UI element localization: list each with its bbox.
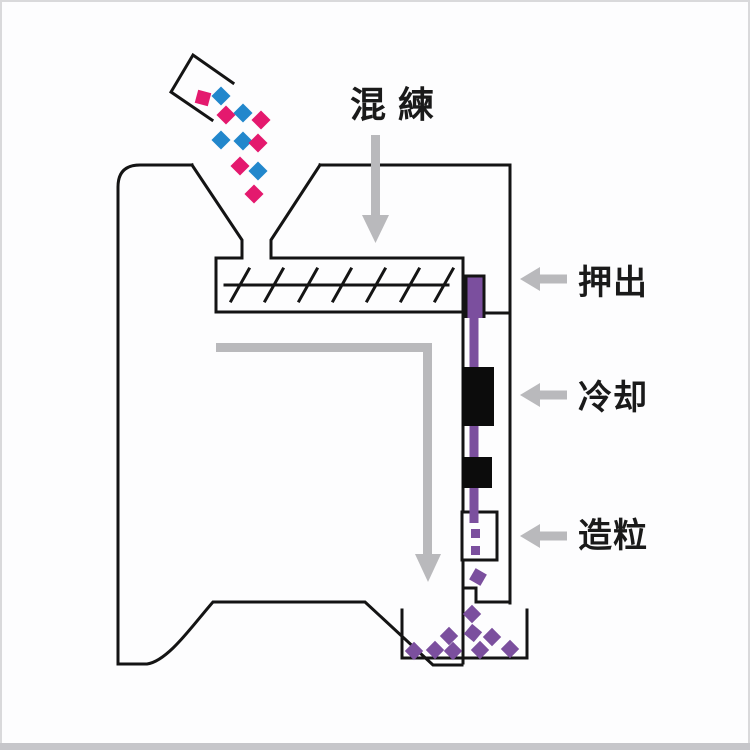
funnel-right-wall <box>269 162 323 260</box>
label-extrusion: 押出 <box>578 264 648 302</box>
internal-flow-arrow <box>216 343 441 582</box>
cooling-block-lower <box>462 457 492 488</box>
mixing-down-arrow <box>362 135 389 243</box>
feed-particle-pink <box>248 133 268 153</box>
feed-particle-blue <box>248 161 268 181</box>
pellet-in-bin <box>404 641 424 661</box>
flow-arrow-vertical-shaft <box>423 343 432 556</box>
step-pelletizing: 造粒 <box>520 517 648 555</box>
frame-right <box>748 0 750 750</box>
pelletizing-arrow-shaft <box>538 531 567 541</box>
flow-arrow-head <box>415 554 441 582</box>
label-pelletizing: 造粒 <box>578 517 648 555</box>
extrusion-arrow-head <box>520 267 540 291</box>
pellet-in-bin <box>482 627 502 647</box>
frame-left <box>0 0 2 750</box>
barrel-left-bottom <box>214 256 465 314</box>
flow-arrow-horizontal-shaft <box>216 343 432 352</box>
pellet-in-bin <box>443 641 463 661</box>
feed-particle-pink <box>194 89 212 107</box>
pelletizing-left-arrow <box>520 524 567 548</box>
step-mixing: 混練 <box>350 84 446 243</box>
feed-particle-blue <box>211 130 231 150</box>
mixing-arrow-shaft <box>371 135 380 217</box>
cooling-arrow-shaft <box>538 390 567 400</box>
label-mixing: 混練 <box>350 84 446 125</box>
cutter-dashes <box>471 529 480 555</box>
feed-particle-blue <box>233 131 253 151</box>
pellet-in-bin <box>470 640 490 660</box>
screw <box>223 266 456 304</box>
cut-strand-dash <box>471 546 480 555</box>
machine-body <box>116 163 512 667</box>
pellet-in-bin <box>439 626 459 646</box>
cooling-block-upper <box>462 367 494 426</box>
feed-particle-blue <box>211 86 231 106</box>
pellet-falling <box>469 568 487 586</box>
cooling-arrow-head <box>520 383 540 407</box>
pellet-falling <box>462 604 482 624</box>
pellet-falling <box>463 623 483 643</box>
pellet-bin <box>400 608 529 660</box>
step-extrusion: 押出 <box>520 264 648 302</box>
frame-top <box>0 0 750 2</box>
pellet-in-bin <box>500 639 520 659</box>
screw-flights <box>228 266 456 304</box>
feed-particle-blue <box>233 103 253 123</box>
step-cooling: 冷却 <box>520 379 648 417</box>
frame-bottom <box>0 743 750 750</box>
feed-particle-pink <box>244 184 264 204</box>
hopper-funnel <box>189 162 323 260</box>
cut-strand-dash <box>471 529 480 538</box>
feed-box <box>168 52 236 123</box>
feed-particle-pink <box>216 105 236 125</box>
channel-outlet-step <box>461 586 512 604</box>
feed-particles <box>194 86 271 204</box>
pellet-in-bin <box>425 640 445 660</box>
machine-body-right-outline <box>318 163 512 605</box>
label-cooling: 冷却 <box>578 379 648 417</box>
cooling-left-arrow <box>520 383 567 407</box>
extrusion-arrow-shaft <box>538 274 567 284</box>
mixing-arrow-head <box>362 215 389 243</box>
extrusion-left-arrow <box>520 267 567 291</box>
funnel-left-wall <box>189 162 244 260</box>
machine-body-outline <box>116 163 464 667</box>
pellets <box>404 568 520 661</box>
pelletizing-arrow-head <box>520 524 540 548</box>
feed-particle-pink <box>230 156 250 176</box>
